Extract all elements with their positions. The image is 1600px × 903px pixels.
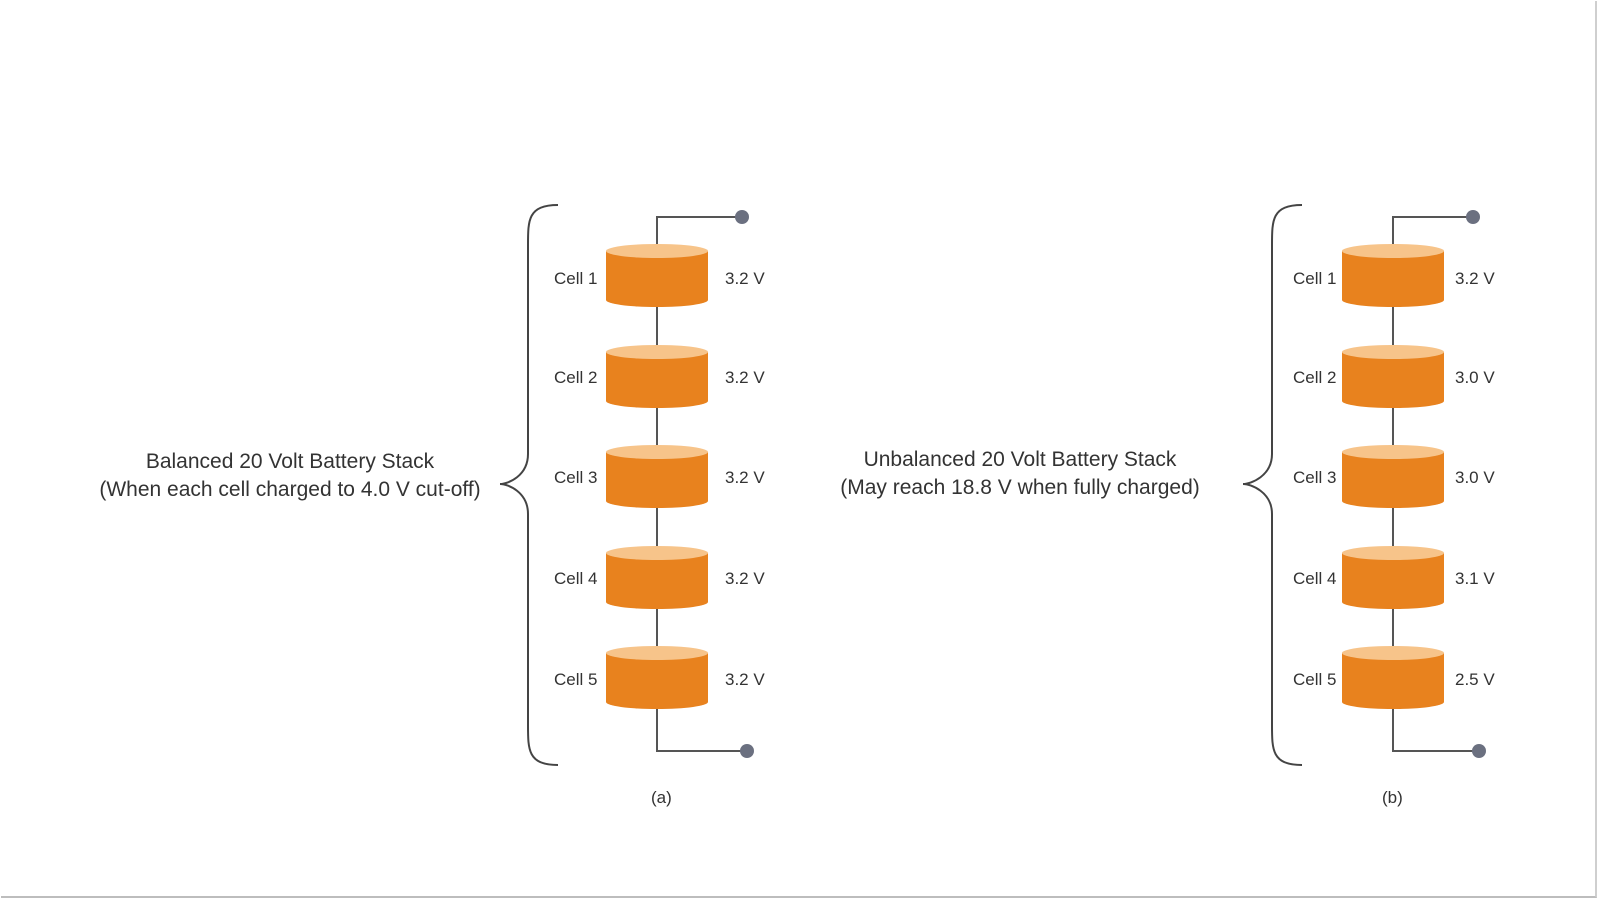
- stack-b-bottom-wire: [1392, 709, 1479, 752]
- stack-a-cell-3-label: Cell 3: [554, 468, 598, 487]
- stack-a-negative-terminal: [740, 744, 754, 758]
- stack-b-cell-3-body: [1342, 452, 1444, 508]
- stack-b-cell-1-label: Cell 1: [1293, 269, 1337, 288]
- stack-a-cell-4-body: [606, 553, 708, 609]
- stack-a-cell-3-voltage: 3.2 V: [725, 468, 765, 487]
- stack-b-caption: (b): [1382, 788, 1403, 807]
- stack-a-cell-2-top: [606, 345, 708, 359]
- stack-a-cell-4-top: [606, 546, 708, 560]
- stack-a-positive-terminal: [735, 210, 749, 224]
- stack-a-cell-4-label: Cell 4: [554, 569, 598, 588]
- stack-a-cell-1-voltage: 3.2 V: [725, 269, 765, 288]
- stack-b-cell-2-body: [1342, 352, 1444, 408]
- stack-b-cell-2-label: Cell 2: [1293, 368, 1337, 387]
- stack-b-description: Unbalanced 20 Volt Battery Stack (May re…: [810, 446, 1230, 502]
- stack-a-subtitle: (When each cell charged to 4.0 V cut-off…: [99, 478, 481, 501]
- stack-b-negative-terminal: [1472, 744, 1486, 758]
- stack-a-cell-1-body: [606, 251, 708, 307]
- stack-b-brace: [1242, 204, 1303, 766]
- stack-a-title: Balanced 20 Volt Battery Stack: [145, 450, 435, 473]
- stack-b-cell-4-label: Cell 4: [1293, 569, 1337, 588]
- stack-b-cell-1-body: [1342, 251, 1444, 307]
- stack-b-cell-3-top: [1342, 445, 1444, 459]
- stack-a-cell-5-voltage: 3.2 V: [725, 670, 765, 689]
- stack-b-cell-5-voltage: 2.5 V: [1455, 670, 1495, 689]
- stack-a-cell-4-voltage: 3.2 V: [725, 569, 765, 588]
- stack-a-caption: (a): [651, 788, 672, 807]
- stack-a-cell-3-body: [606, 452, 708, 508]
- stack-b-cell-1-top: [1342, 244, 1444, 258]
- stack-b-cell-2-voltage: 3.0 V: [1455, 368, 1495, 387]
- stack-a-cell-1-top: [606, 244, 708, 258]
- stack-b-cell-2-top: [1342, 345, 1444, 359]
- stack-b-cell-4-voltage: 3.1 V: [1455, 569, 1495, 588]
- stack-a-brace: [499, 204, 559, 766]
- stack-a-cell-2-body: [606, 352, 708, 408]
- stack-a-cell-2-voltage: 3.2 V: [725, 368, 765, 387]
- stack-a-cell-5-top: [606, 646, 708, 660]
- stack-a-cell-2-label: Cell 2: [554, 368, 598, 387]
- stack-b-title: Unbalanced 20 Volt Battery Stack: [863, 448, 1177, 471]
- stack-b-cell-4-body: [1342, 553, 1444, 609]
- stack-b-positive-terminal: [1466, 210, 1480, 224]
- stack-b-cell-3-voltage: 3.0 V: [1455, 468, 1495, 487]
- stack-b-cell-1-voltage: 3.2 V: [1455, 269, 1495, 288]
- stack-b-cell-5-label: Cell 5: [1293, 670, 1337, 689]
- stack-a-description: Balanced 20 Volt Battery Stack (When eac…: [60, 448, 520, 504]
- stack-a-cell-3-top: [606, 445, 708, 459]
- stack-b-cell-3-label: Cell 3: [1293, 468, 1337, 487]
- stack-b-cell-5-top: [1342, 646, 1444, 660]
- stack-a-top-wire: [656, 216, 742, 251]
- stack-b-subtitle: (May reach 18.8 V when fully charged): [840, 476, 1200, 499]
- stack-a-bottom-wire: [656, 709, 747, 752]
- stack-b-cell-5-body: [1342, 653, 1444, 709]
- stack-b-cell-4-top: [1342, 546, 1444, 560]
- stack-a-cell-5-label: Cell 5: [554, 670, 598, 689]
- stack-a-cell-1-label: Cell 1: [554, 269, 598, 288]
- stack-a-cell-5-body: [606, 653, 708, 709]
- stack-b-top-wire: [1392, 216, 1473, 251]
